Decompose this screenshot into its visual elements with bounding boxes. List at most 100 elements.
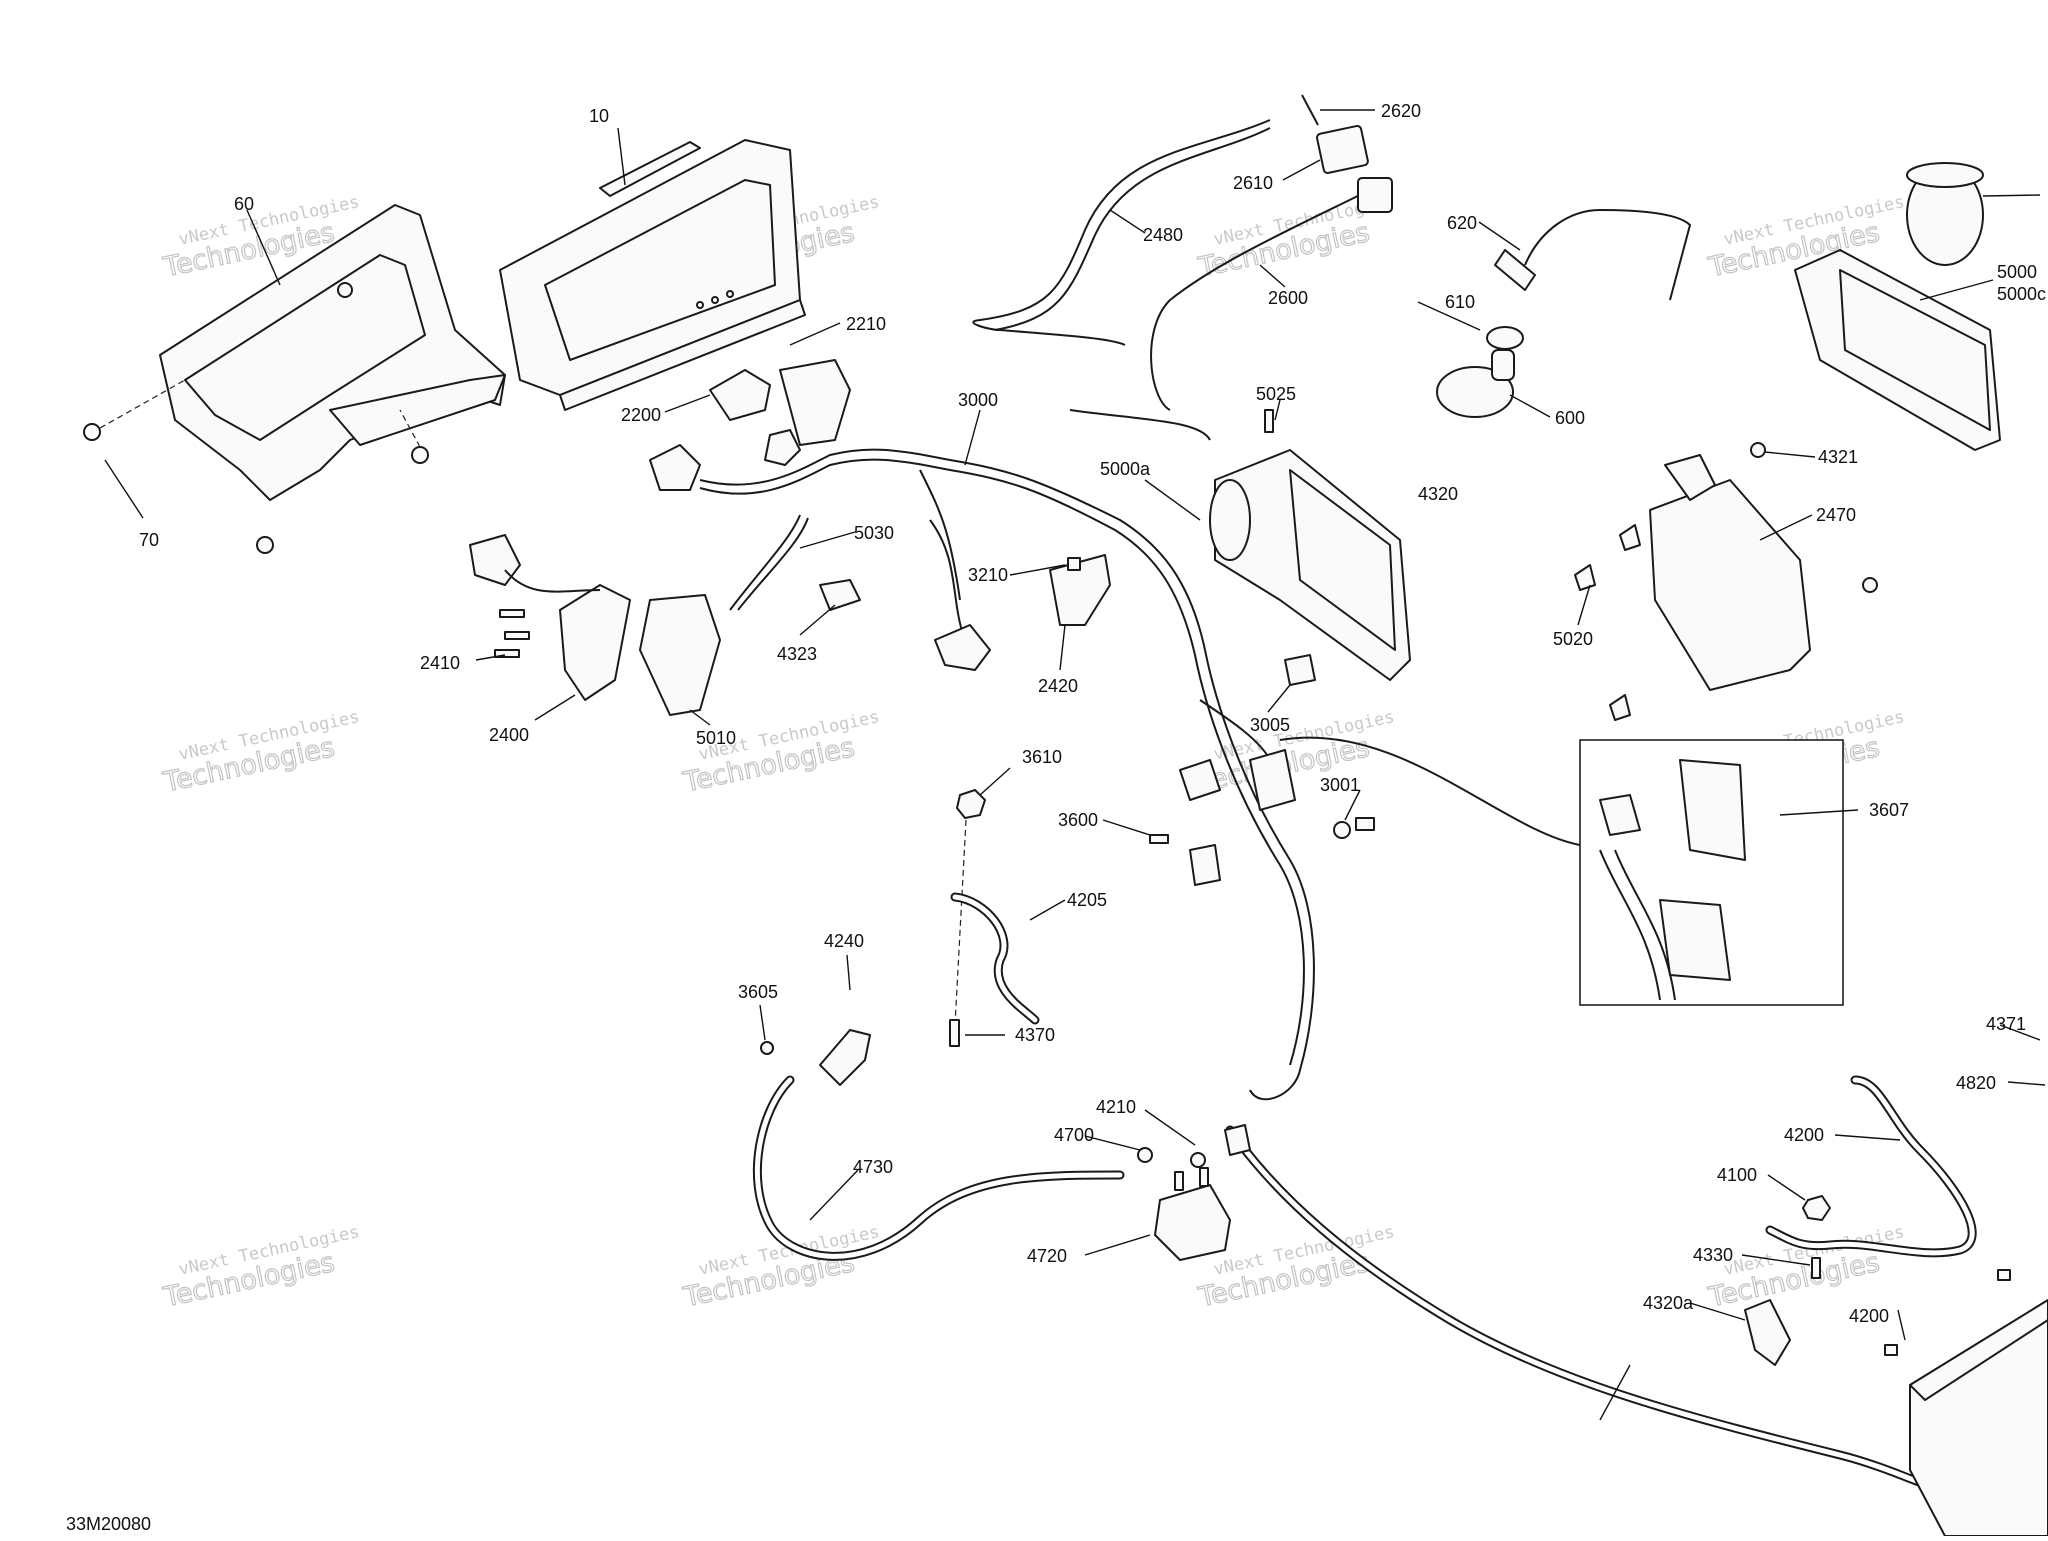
nut-3005 [1333, 821, 1351, 839]
callout-2400: 5010 [696, 728, 736, 748]
callout-4720: 4330 [1693, 1245, 1733, 1265]
callout-4210: 4700 [1054, 1125, 1094, 1145]
callout-4370: 4371 [1986, 1014, 2026, 1034]
nut-5030 [1067, 557, 1081, 571]
callout-4320a: 4200 [1849, 1306, 1889, 1326]
callout-2210: 2210 [846, 314, 886, 334]
connector-5010 [1284, 654, 1316, 686]
standoff-4323 [1619, 524, 1641, 551]
solenoid-4100 [1154, 1184, 1231, 1261]
callout-3000: 3000 [958, 390, 998, 410]
bolt-3610 [1149, 834, 1169, 844]
callout-5010: 3005 [1250, 715, 1290, 735]
cluster-bracket [159, 204, 506, 501]
connector [1664, 454, 1716, 501]
callout-2620: 2620 [1381, 101, 1421, 121]
nut-4210 [1137, 1147, 1153, 1163]
callout-4820: 4210 [1096, 1097, 1136, 1117]
tether-620 [1494, 249, 1536, 291]
callout-60: 60 [234, 194, 254, 214]
switch-housing-2400 [639, 594, 721, 716]
pin-2420 [494, 649, 520, 658]
connector-3210 [819, 579, 861, 611]
nut-3607 [956, 789, 986, 819]
cable-4700 [1765, 1075, 1977, 1258]
callout-600: 600 [1555, 408, 1585, 428]
standoff-4323 [1609, 694, 1631, 721]
callout-4330: 4320a [1643, 1293, 1694, 1313]
screw-2620 [1301, 94, 1319, 126]
instrument-cluster [499, 139, 806, 411]
callout-3605: 4370 [1015, 1025, 1055, 1045]
bolt-4240 [760, 1041, 774, 1055]
module-4320 [1649, 479, 1811, 691]
battery-top [1909, 1299, 2048, 1401]
nut-4820 [1190, 1152, 1206, 1168]
bracket-5020 [1049, 554, 1111, 626]
callout-5025: 5025 [1256, 384, 1296, 404]
washer-610 [1486, 326, 1524, 350]
sensor-2610 [1316, 124, 1369, 174]
watermark: vNext Technologies Technologies [1705, 1222, 1907, 1314]
callout-5000c: 5000c [1997, 284, 2046, 304]
connector-2210 [779, 359, 851, 446]
pin-2420 [499, 609, 525, 618]
callout-3210: 4323 [777, 644, 817, 664]
nut-4321 [1750, 442, 1766, 458]
callout-2610: 2610 [1233, 173, 1273, 193]
watermark: vNext Technologies Technologies [160, 707, 362, 799]
callout-2480: 2480 [1143, 225, 1183, 245]
wire-2480 [972, 119, 1271, 346]
connector [1179, 759, 1221, 801]
parts [83, 94, 2048, 1537]
bolt-3605 [949, 1019, 960, 1047]
callout-4321: 4321 [1818, 447, 1858, 467]
callout-5000-top: 5000 [1997, 262, 2037, 282]
screw-5025 [1264, 409, 1274, 433]
callout-5030: 3210 [968, 565, 1008, 585]
callout-5000: 4320 [1418, 484, 1458, 504]
wire-2480 [994, 127, 1271, 331]
callout-5000a: 5000a [1100, 459, 1151, 479]
boot-4820 [1224, 1124, 1251, 1156]
connector-2200 [709, 369, 771, 421]
callout-2420: 2410 [420, 653, 460, 673]
callout-3001: 3607 [1869, 800, 1909, 820]
screw-70 [256, 536, 274, 554]
connector [1189, 844, 1221, 886]
wire-2600 [1150, 184, 1381, 411]
screw-70 [83, 423, 101, 441]
watermark: vNext Technologies Technologies [160, 1222, 362, 1314]
callout-5020: 2420 [1038, 676, 1078, 696]
nut-4730 [1802, 1195, 1831, 1221]
callout-610: 610 [1445, 292, 1475, 312]
watermark: vNext Technologies Technologies [680, 707, 882, 799]
battery [1909, 1299, 2048, 1537]
connector-2600 [1357, 177, 1393, 213]
callout-2470: 5030 [854, 523, 894, 543]
harness-3000 [699, 448, 1315, 1101]
boot-4330 [1744, 1299, 1791, 1366]
ecm-5000-face [1289, 469, 1396, 651]
callout-4371: 4820 [1956, 1073, 1996, 1093]
callout-620: 620 [1447, 213, 1477, 233]
ecm-5000-cyl [1209, 479, 1251, 561]
cable-3600 [950, 892, 1040, 1025]
module-5000-right-face [1839, 269, 1991, 431]
callout-10: 10 [589, 106, 609, 126]
harness-branch [1199, 699, 1271, 761]
bolt-4320a [1884, 1344, 1898, 1356]
screw-70 [411, 446, 429, 464]
standoff-4323 [1574, 564, 1596, 591]
diagram-code: 33M20080 [66, 1514, 152, 1534]
callout-4730: 4100 [1717, 1165, 1757, 1185]
cable-2470 [729, 514, 801, 611]
leaders [104, 109, 2046, 1421]
callout-4323: 5020 [1553, 629, 1593, 649]
connector [1249, 749, 1296, 811]
bolt-3005 [1355, 817, 1375, 831]
callout-4240: 3605 [738, 982, 778, 1002]
callout-70: 70 [139, 530, 159, 550]
callout-4200-left: 4730 [853, 1157, 893, 1177]
